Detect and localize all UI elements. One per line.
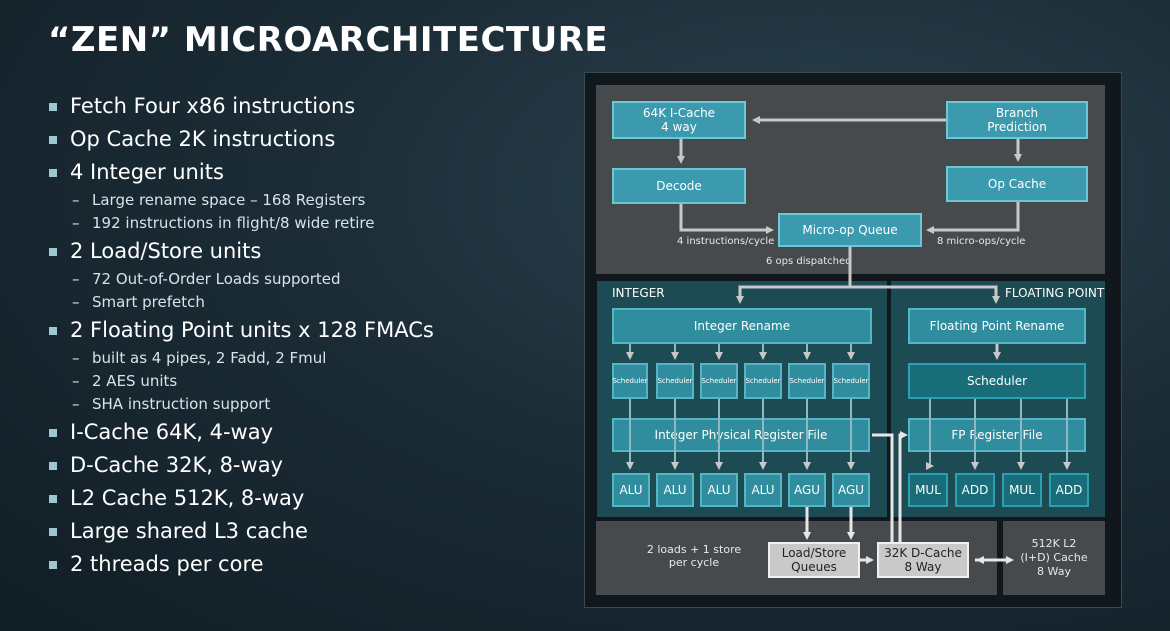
micro-ops-per-cycle-note: 8 micro-ops/cycle [937, 236, 1026, 247]
fp-add-unit: ADD [1049, 473, 1089, 507]
bullet-item: I-Cache 64K, 4-way [46, 416, 566, 449]
integer-scheduler-block: Scheduler [744, 363, 782, 399]
fp-register-file-block: FP Register File [908, 418, 1086, 452]
integer-scheduler-block: Scheduler [612, 363, 648, 399]
bullet-list: Fetch Four x86 instructions Op Cache 2K … [46, 90, 566, 581]
integer-scheduler-block: Scheduler [832, 363, 870, 399]
fp-add-unit: ADD [955, 473, 995, 507]
l2-cache-block: 512K L2 (I+D) Cache 8 Way [1020, 537, 1088, 578]
sub-bullet-item: –Smart prefetch [72, 293, 205, 311]
square-bullet-icon [49, 327, 57, 335]
square-bullet-icon [49, 248, 57, 256]
integer-scheduler-block: Scheduler [700, 363, 738, 399]
fp-mul-unit: MUL [1002, 473, 1042, 507]
bullet-item: 4 Integer units [46, 156, 566, 189]
alu-unit: ALU [744, 473, 782, 507]
square-bullet-icon [49, 136, 57, 144]
square-bullet-icon [49, 429, 57, 437]
l2-cache-panel [1003, 521, 1105, 595]
agu-unit: AGU [788, 473, 826, 507]
op-cache-block: Op Cache [946, 166, 1088, 202]
square-bullet-icon [49, 495, 57, 503]
slide-title: “ZEN” MICROARCHITECTURE [48, 20, 609, 60]
integer-rename-block: Integer Rename [612, 308, 872, 344]
sub-bullet-item: –Large rename space – 168 Registers [72, 191, 366, 209]
bullet-item: 2 Floating Point units x 128 FMACs [46, 314, 566, 347]
bullet-item: 2 Load/Store units [46, 235, 566, 268]
fp-rename-block: Floating Point Rename [908, 308, 1086, 344]
bullet-item: L2 Cache 512K, 8-way [46, 482, 566, 515]
alu-unit: ALU [656, 473, 694, 507]
integer-scheduler-block: Scheduler [788, 363, 826, 399]
decode-block: Decode [612, 168, 746, 204]
square-bullet-icon [49, 462, 57, 470]
integer-scheduler-block: Scheduler [656, 363, 694, 399]
integer-register-file-block: Integer Physical Register File [612, 418, 870, 452]
fp-scheduler-block: Scheduler [908, 363, 1086, 399]
loads-stores-note: 2 loads + 1 store per cycle [646, 543, 742, 569]
sub-bullet-item: –2 AES units [72, 372, 178, 390]
square-bullet-icon [49, 169, 57, 177]
sub-bullet-item: –SHA instruction support [72, 395, 271, 413]
bullet-item: 2 threads per core [46, 548, 566, 581]
floating-point-label: FLOATING POINT [1005, 286, 1105, 300]
sub-bullet-item: –72 Out-of-Order Loads supported [72, 270, 341, 288]
agu-unit: AGU [832, 473, 870, 507]
ops-dispatched-note: 6 ops dispatched [766, 256, 852, 267]
square-bullet-icon [49, 103, 57, 111]
bullet-item: Op Cache 2K instructions [46, 123, 566, 156]
square-bullet-icon [49, 528, 57, 536]
alu-unit: ALU [700, 473, 738, 507]
bullet-item: Fetch Four x86 instructions [46, 90, 566, 123]
alu-unit: ALU [612, 473, 650, 507]
sub-bullet-item: –192 instructions in flight/8 wide retir… [72, 214, 375, 232]
fp-mul-unit: MUL [908, 473, 948, 507]
bullet-item: D-Cache 32K, 8-way [46, 449, 566, 482]
micro-op-queue-block: Micro-op Queue [778, 213, 922, 247]
integer-label: INTEGER [612, 286, 665, 300]
instructions-per-cycle-note: 4 instructions/cycle [677, 236, 775, 247]
sub-bullet-item: –built as 4 pipes, 2 Fadd, 2 Fmul [72, 349, 327, 367]
bullet-item: Large shared L3 cache [46, 515, 566, 548]
square-bullet-icon [49, 561, 57, 569]
